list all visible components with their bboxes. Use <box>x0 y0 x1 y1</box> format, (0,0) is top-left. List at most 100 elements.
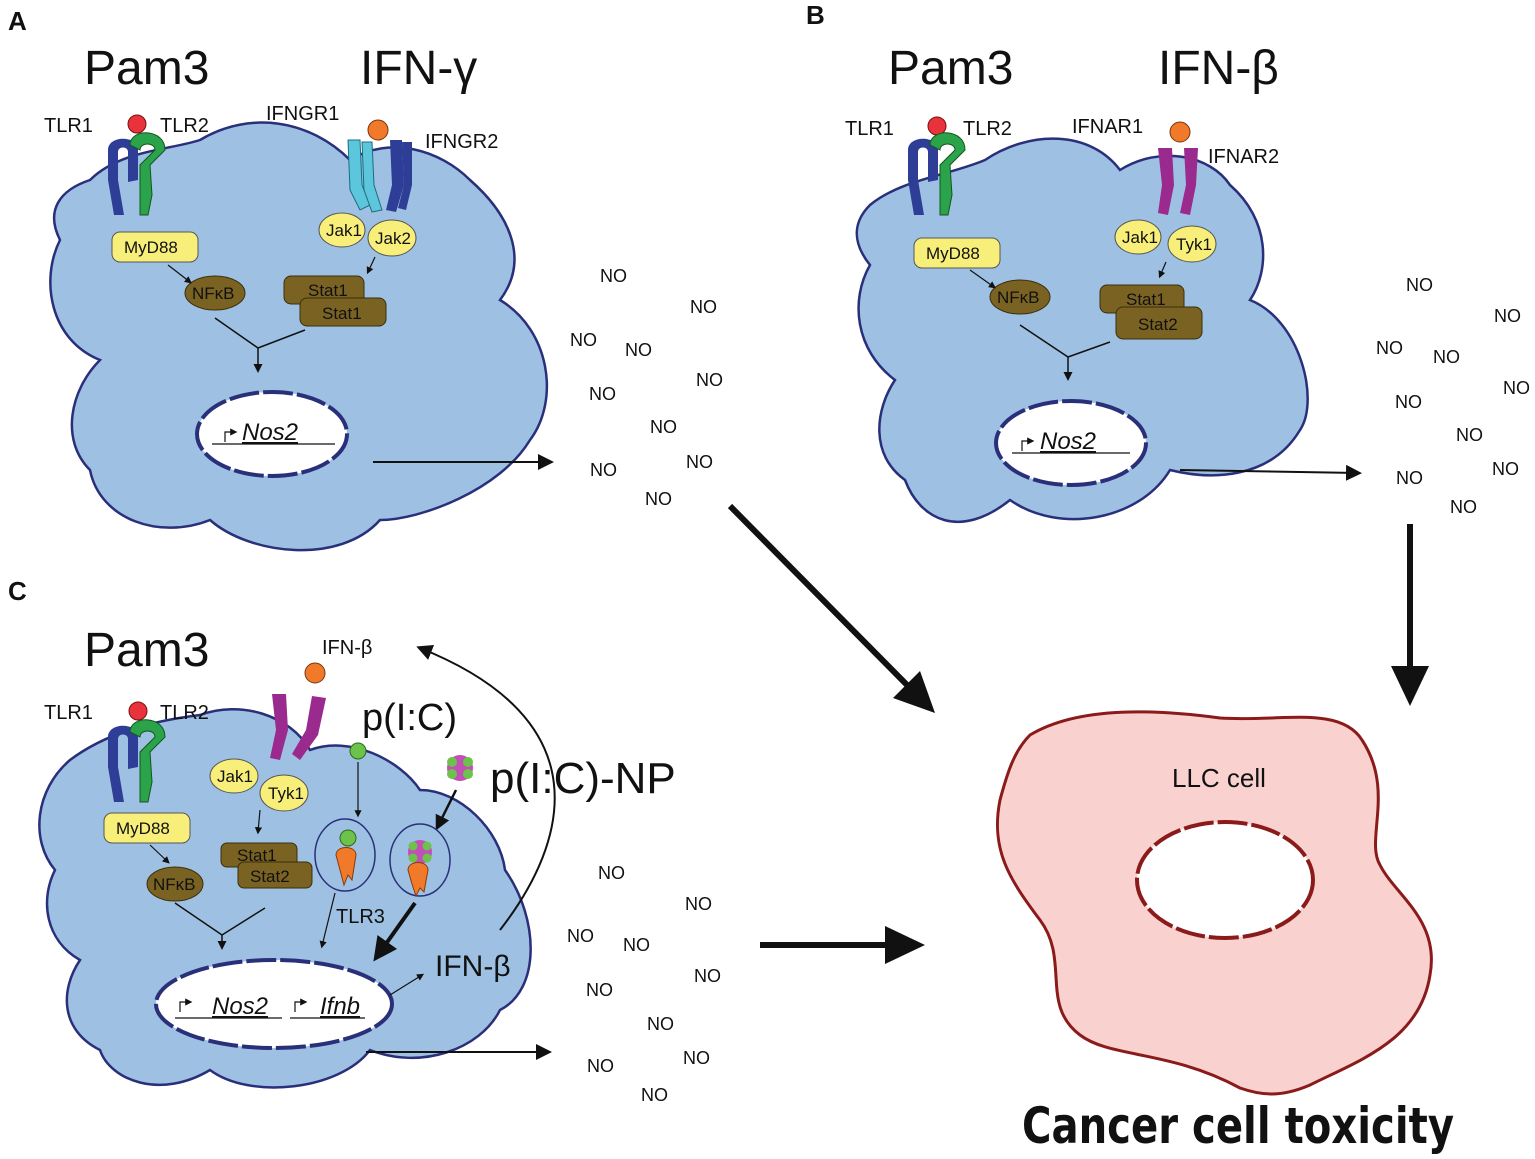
macrophage-cell-a <box>49 121 549 552</box>
promoter-arrow-c1 <box>179 998 193 1012</box>
tyk1-box-b <box>1167 225 1217 263</box>
no-cluster-b: NO NO NO NO NO NO NO NO NO NO <box>1376 275 1530 517</box>
no-label: NO <box>696 370 723 390</box>
pic-dot-c <box>349 742 367 760</box>
nfkb-label-b: NFκB <box>997 288 1040 307</box>
promoter-arrow-c2 <box>294 998 308 1012</box>
gene-nos2-a: Nos2 <box>242 419 298 446</box>
myd88-label-a: MyD88 <box>124 238 178 257</box>
myd88-box-a <box>111 231 199 263</box>
no-label: NO <box>645 489 672 509</box>
panel-b-letter: B <box>806 0 825 30</box>
stat-bottom-label-a: Stat1 <box>322 304 362 323</box>
tlr1-receptor-a <box>108 138 138 215</box>
tlr2-receptor-a <box>129 132 166 216</box>
no-label: NO <box>1406 275 1433 295</box>
panel-a: A Nos2 Pam3 IFN-γ TLR1 TLR2 IFNGR1 IFNGR… <box>8 6 554 552</box>
no-label: NO <box>1492 459 1519 479</box>
no-label: NO <box>647 1014 674 1034</box>
arrow-c-to-llc-head <box>885 926 925 964</box>
tlr2-label-a: TLR2 <box>160 115 209 137</box>
nucleus-a <box>195 390 349 478</box>
stat-bottom-box-c <box>237 861 313 889</box>
arrow-to-no-b <box>1179 464 1362 481</box>
arrow-b-to-llc-head <box>1391 666 1429 706</box>
gene-nos2-b: Nos2 <box>1040 428 1096 455</box>
no-cluster-c: NO NO NO NO NO NO NO NO NO NO <box>567 863 721 1105</box>
tlr2-receptor-b <box>929 132 966 216</box>
panel-b: B Nos2 Pam3 IFN-β TLR1 TLR2 IFNAR1 IFNAR… <box>806 0 1362 524</box>
no-label: NO <box>1395 392 1422 412</box>
stat-bottom-label-b: Stat2 <box>1138 315 1178 334</box>
arrow-a-to-llc <box>727 503 915 693</box>
no-label: NO <box>690 297 717 317</box>
arrow-ifnb-out-c <box>389 973 425 996</box>
ifnar1-label-b: IFNAR1 <box>1072 116 1143 138</box>
llc-cell: LLC cell <box>995 710 1433 1096</box>
np-in-endosome-c <box>408 840 432 864</box>
tlr1-receptor-b <box>908 138 938 215</box>
no-label: NO <box>598 863 625 883</box>
nfkb-label-a: NFκB <box>192 284 235 303</box>
panel-c-letter: C <box>8 576 27 606</box>
arrow-jak-stat-b <box>1158 261 1167 279</box>
tlr2-label-b: TLR2 <box>963 118 1012 140</box>
jak1-box-a <box>318 212 366 248</box>
stat-top-label-c: Stat1 <box>237 846 277 865</box>
no-label: NO <box>1456 425 1483 445</box>
arrow-a-to-llc-head <box>893 671 935 713</box>
no-label: NO <box>600 266 627 286</box>
cancer-cell-toxicity-label: Cancer cell toxicity <box>1022 1097 1454 1155</box>
tlr1-label-c: TLR1 <box>44 702 93 724</box>
nfkb-box-c <box>146 866 204 902</box>
ifnb-ligand-dot-c <box>304 662 326 684</box>
tlr2-label-c: TLR2 <box>160 702 209 724</box>
myd88-label-c: MyD88 <box>116 819 170 838</box>
arrow-myd88-nfkb-b <box>969 269 996 289</box>
ifngr2-receptor-b-a <box>398 142 412 210</box>
ifng-ligand-dot-a <box>367 119 389 141</box>
ifngr2-label-a: IFNGR2 <box>425 131 498 153</box>
tlr1-label-b: TLR1 <box>845 118 894 140</box>
jak2-box-a <box>367 219 417 257</box>
no-label: NO <box>590 460 617 480</box>
ifnar2-receptor-c <box>292 696 326 760</box>
no-label: NO <box>686 452 713 472</box>
feedback-arrow-ifnb-c <box>416 645 556 931</box>
no-label: NO <box>586 980 613 1000</box>
gene-ifnb-c: Ifnb <box>320 993 360 1020</box>
ligand-pam3-c: Pam3 <box>84 624 209 677</box>
ligand-ifnb-b: IFN-β <box>1158 42 1279 95</box>
ifnb-top-label-c: IFN-β <box>322 637 372 659</box>
nucleus-c <box>154 958 394 1050</box>
tyk1-box-c <box>259 774 309 812</box>
myd88-label-b: MyD88 <box>926 244 980 263</box>
arrow-jak-stat-a <box>366 256 376 275</box>
pic-np-label-c: p(I:C)-NP <box>490 754 676 803</box>
ifnb-ligand-dot-b <box>1169 121 1191 143</box>
no-label: NO <box>570 330 597 350</box>
tlr1-label-a: TLR1 <box>44 115 93 137</box>
pic-in-endosome-c <box>339 829 357 847</box>
stat-bottom-label-c: Stat2 <box>250 867 290 886</box>
ifnar2-receptor-b <box>1180 148 1198 215</box>
ligand-ifng-a: IFN-γ <box>360 42 477 95</box>
jak1-label-b: Jak1 <box>1122 228 1158 247</box>
no-label: NO <box>587 1056 614 1076</box>
no-label: NO <box>694 966 721 986</box>
arrow-np-nucleus-bold-c <box>373 901 417 962</box>
promoter-arrow-a <box>224 428 238 442</box>
tlr3-label-c: TLR3 <box>336 906 385 928</box>
stat-top-label-a: Stat1 <box>308 281 348 300</box>
arrow-jak-stat-c <box>254 809 263 835</box>
ifnb-out-label-c: IFN-β <box>435 950 511 983</box>
nucleus-b <box>994 399 1148 487</box>
nfkb-box-b <box>989 279 1051 315</box>
llc-nucleus <box>1135 820 1315 940</box>
stat-bottom-box-b <box>1115 306 1203 340</box>
no-label: NO <box>683 1048 710 1068</box>
stat-bottom-box-a <box>299 297 387 327</box>
no-label: NO <box>650 417 677 437</box>
tlr3-receptor-2-c <box>407 862 429 898</box>
